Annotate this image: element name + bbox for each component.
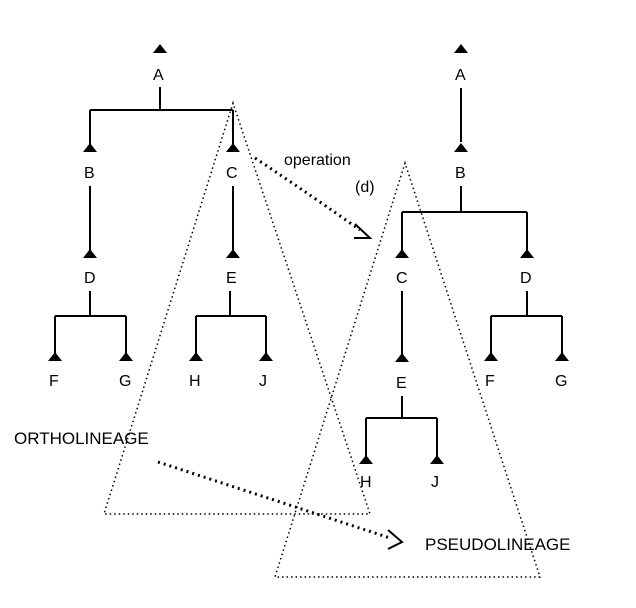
left-branch-e — [195, 291, 267, 354]
left-node-b-marker — [83, 143, 97, 152]
left-node-h-marker — [189, 352, 203, 361]
pseudolineage-triangle — [273, 160, 542, 578]
right-node-d-marker — [520, 249, 534, 258]
left-node-c-marker — [226, 143, 240, 152]
right-node-c-marker — [395, 249, 409, 258]
right-node-a-label: A — [455, 67, 466, 84]
left-node-j-label: J — [259, 373, 267, 390]
left-node-d-marker — [83, 249, 97, 258]
right-node-b-label: B — [455, 165, 466, 182]
left-node-c-label: C — [226, 165, 238, 182]
operation-arrow — [254, 156, 361, 232]
right-node-b-marker — [454, 143, 468, 152]
right-node-f-label: F — [485, 373, 495, 390]
left-node-h-label: H — [189, 373, 201, 390]
right-node-j-marker — [430, 455, 444, 464]
right-tree: A B C D F G E H J — [359, 44, 569, 491]
left-node-a-marker — [153, 44, 167, 53]
left-node-b-label: B — [84, 165, 95, 182]
ortholineage-triangle — [102, 100, 372, 515]
right-node-f-marker — [484, 352, 498, 361]
left-node-e-label: E — [226, 270, 237, 287]
left-branch-d — [54, 291, 127, 354]
pseudolineage-arrowhead — [387, 529, 404, 550]
right-branch-e — [365, 396, 438, 456]
left-node-f-marker — [48, 352, 62, 361]
right-node-h-marker — [359, 455, 373, 464]
left-node-j-marker — [259, 352, 273, 361]
pseudolineage-arrow — [157, 460, 391, 540]
right-node-d-label: D — [520, 270, 532, 287]
left-node-a-label: A — [153, 67, 164, 84]
right-branch-d — [490, 291, 563, 354]
operation-arrowhead — [354, 223, 373, 239]
left-node-g-marker — [119, 352, 133, 361]
left-node-f-label: F — [49, 373, 59, 390]
left-node-g-label: G — [119, 373, 131, 390]
left-node-e-marker — [226, 249, 240, 258]
left-branch-a — [89, 109, 234, 152]
right-node-a-marker — [454, 44, 468, 53]
right-node-e-marker — [395, 353, 409, 362]
operation-label: operation — [284, 152, 351, 169]
left-node-d-label: D — [84, 270, 96, 287]
right-node-c-label: C — [396, 270, 408, 287]
right-node-g-marker — [555, 352, 569, 361]
ortholineage-label: ORTHOLINEAGE — [14, 429, 149, 448]
pseudolineage-label: PSEUDOLINEAGE — [425, 535, 571, 554]
right-node-e-label: E — [396, 375, 407, 392]
right-branch-b — [401, 186, 528, 250]
right-node-h-label: H — [360, 474, 372, 491]
operation-id-label: (d) — [355, 179, 375, 196]
right-node-g-label: G — [555, 373, 567, 390]
right-node-j-label: J — [431, 474, 439, 491]
left-tree: A B C D E F G H J — [48, 44, 273, 390]
